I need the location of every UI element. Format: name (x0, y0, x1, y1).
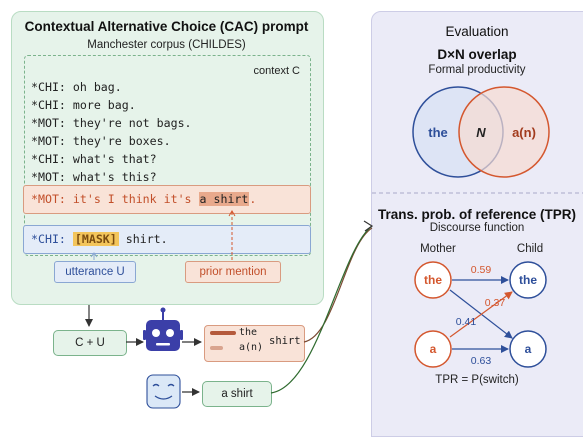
node-label-mother-a: a (430, 342, 437, 356)
tpr-formula: TPR = P(switch) (435, 374, 519, 386)
mask-token: [MASK] (72, 232, 119, 246)
prob-bar-an (210, 346, 223, 350)
mother-utterance-box (23, 185, 311, 214)
tpr-title: Trans. prob. of reference (TPR) (377, 207, 577, 222)
prob-the-the: 0.59 (471, 264, 492, 276)
smiley-icon (146, 374, 181, 409)
context-line: *CHI: more bag. (31, 98, 136, 112)
option-an: a(n) (239, 342, 264, 353)
child-label: Child (516, 243, 544, 255)
context-line: *MOT: they're not bags. (31, 116, 192, 130)
prior-mention-label: prior mention (185, 261, 281, 283)
dxn-title: D×N overlap (437, 47, 517, 62)
node-label-child-a: a (525, 342, 532, 356)
cac-subtitle: Manchester corpus (CHILDES) (87, 39, 246, 51)
mother-utterance: *MOT: it's I think it's a shirt. (31, 192, 256, 206)
prior-mention-pointer-head (228, 210, 236, 217)
prob-bar-the (210, 331, 236, 335)
human-output: a shirt (202, 381, 272, 407)
node-mother-a (414, 330, 452, 368)
node-child-the (509, 261, 547, 299)
context-label: context C (253, 65, 300, 77)
context-line: *MOT: what's this? (31, 170, 157, 184)
prob-a-a: 0.63 (471, 355, 492, 367)
tpr-subtitle: Discourse function (429, 222, 525, 234)
eval-arrowhead (363, 220, 374, 232)
context-line: *CHI: what's that? (31, 152, 157, 166)
mother-utterance-suffix: . (249, 192, 257, 206)
node-mother-the (414, 261, 452, 299)
option-the: the (239, 327, 258, 338)
human-to-eval-curve (270, 225, 373, 394)
mother-utterance-prefix: *MOT: it's I think it's (31, 192, 199, 206)
prior-mention-highlight: a shirt (198, 192, 250, 206)
node-label-mother-the: the (424, 273, 442, 287)
context-plus-utterance: C + U (53, 330, 127, 356)
model-to-eval-curve (303, 227, 373, 343)
child-utterance-box (23, 225, 311, 254)
dxn-subtitle: Formal productivity (428, 64, 526, 76)
mother-label: Mother (420, 243, 456, 255)
utterance-pointer-head (90, 252, 98, 258)
target-noun: shirt (269, 335, 301, 347)
venn-label-n: N (476, 125, 486, 140)
context-box (24, 55, 311, 256)
venn-label-the: the (428, 125, 448, 140)
node-child-a (509, 330, 547, 368)
context-line: *MOT: they're boxes. (31, 134, 171, 148)
child-utterance: *CHI: [MASK] shirt. (31, 232, 168, 246)
evaluation-panel (371, 11, 583, 437)
child-utterance-prefix: *CHI: (31, 232, 73, 246)
child-utterance-suffix: shirt. (118, 232, 168, 246)
node-label-child-the: the (519, 273, 537, 287)
edge-a-the (449, 291, 513, 338)
utterance-label: utterance U (54, 261, 136, 283)
venn-label-an: a(n) (512, 125, 536, 140)
context-line: *CHI: oh bag. (31, 80, 122, 94)
prob-a-the: 0.41 (456, 316, 477, 328)
robot-icon (143, 307, 183, 351)
evaluation-title: Evaluation (445, 24, 509, 39)
cac-title: Contextual Alternative Choice (CAC) prom… (24, 19, 309, 34)
venn-an-circle (458, 86, 550, 178)
cac-prompt-panel (11, 11, 324, 305)
prob-the-a: 0.37 (485, 297, 506, 309)
